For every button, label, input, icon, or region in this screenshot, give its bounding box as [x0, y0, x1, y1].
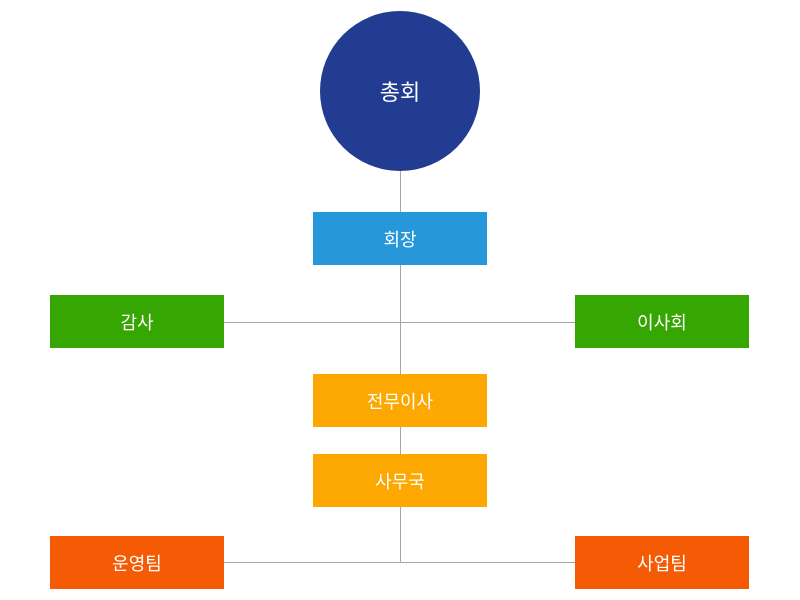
- secretariat-node: 사무국: [313, 454, 487, 507]
- operations-team-node: 운영팀: [50, 536, 224, 589]
- chairman-node: 회장: [313, 212, 487, 265]
- secretariat-label: 사무국: [375, 471, 425, 493]
- operations-team-label: 운영팀: [112, 553, 162, 575]
- auditor-node: 감사: [50, 295, 224, 348]
- board-node: 이사회: [575, 295, 749, 348]
- executive-director-label: 전무이사: [366, 391, 434, 413]
- business-team-label: 사업팀: [637, 553, 687, 575]
- connector-audit-board: [224, 322, 575, 323]
- connector-teams: [224, 562, 575, 563]
- business-team-node: 사업팀: [575, 536, 749, 589]
- general-assembly-label: 총회: [379, 81, 421, 106]
- chairman-label: 회장: [383, 229, 417, 251]
- executive-director-node: 전무이사: [313, 374, 487, 427]
- connector-main-vertical: [400, 170, 401, 562]
- board-label: 이사회: [637, 312, 687, 334]
- auditor-label: 감사: [120, 312, 154, 334]
- general-assembly-node: 총회: [320, 11, 480, 171]
